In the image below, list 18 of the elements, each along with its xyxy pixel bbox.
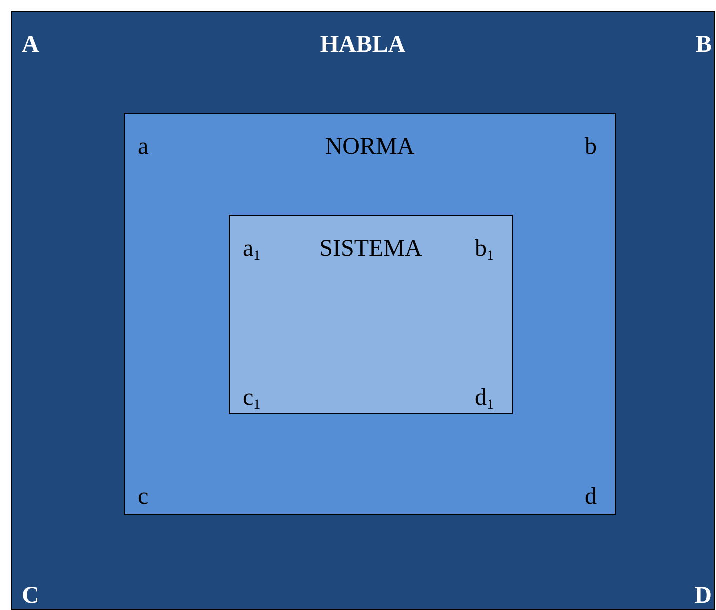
corner-label: d$_{1}$ [475,385,494,411]
inner-box [229,215,513,414]
corner-label: c [138,484,149,510]
corner-label: B [696,32,712,58]
corner-label: c$_{1}$ [243,385,261,411]
corner-label: d [585,484,597,510]
corner-label: b [585,134,597,160]
corner-label: C [22,583,40,609]
box-title: SISTEMA [320,236,422,262]
middle-box [124,113,616,515]
outer-box [11,11,715,610]
corner-label: b$_{1}$ [475,236,494,262]
corner-label: A [22,32,40,58]
box-title: NORMA [325,134,415,160]
corner-label: a [138,134,149,160]
corner-label: D [694,583,712,609]
box-title: HABLA [320,32,406,58]
corner-label: a$_{1}$ [243,236,261,262]
